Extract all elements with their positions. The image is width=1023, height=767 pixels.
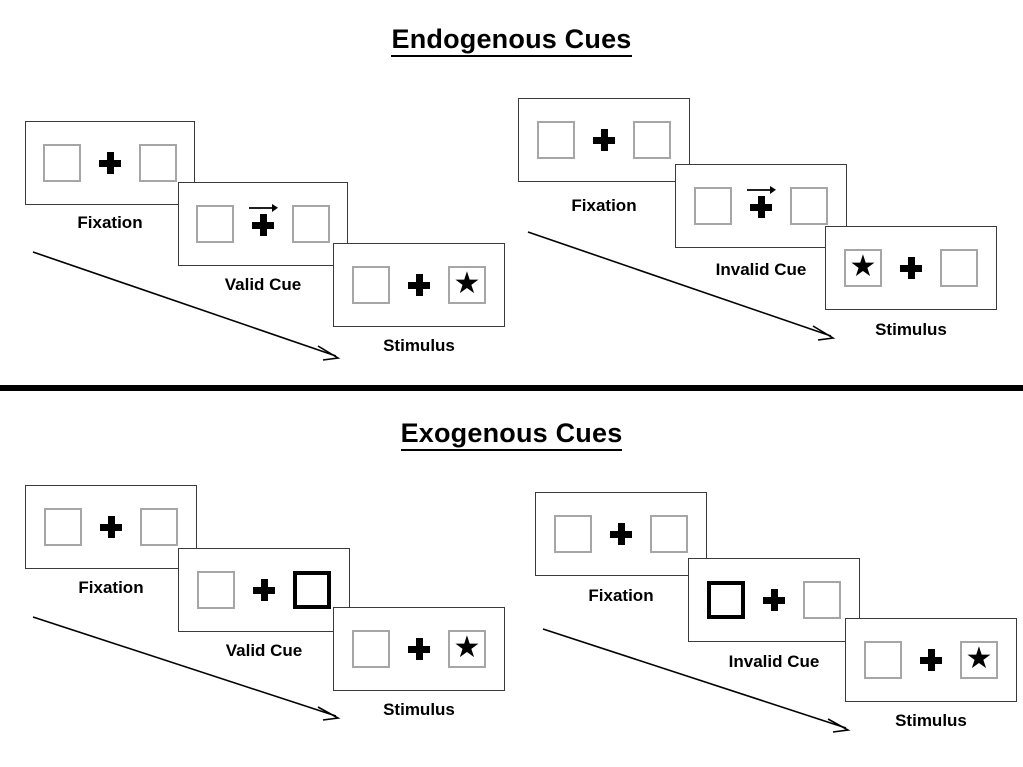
- right-box: [940, 249, 978, 287]
- fixation-cross-icon: [99, 152, 121, 174]
- panel-content: [26, 486, 196, 568]
- panel-endogenous-valid-stimulus[interactable]: ★: [333, 243, 505, 327]
- panel-exogenous-valid-cue[interactable]: [178, 548, 350, 632]
- panel-label-exogenous-invalid-fixation: Fixation: [588, 586, 654, 605]
- left-box: [197, 571, 235, 609]
- right-arrow-icon: [746, 183, 776, 195]
- right-box: [650, 515, 688, 553]
- star-icon: ★: [849, 250, 877, 283]
- panel-content: [676, 165, 846, 247]
- right-box-target: ★: [960, 641, 998, 679]
- fixation-cross-icon: [253, 579, 275, 601]
- panel-label-exogenous-valid-cue: Valid Cue: [225, 641, 303, 660]
- fixation-cross-icon: [610, 523, 632, 545]
- right-box: [139, 144, 177, 182]
- section-divider: [0, 385, 1023, 391]
- panel-endogenous-invalid-stimulus[interactable]: ★: [825, 226, 997, 310]
- left-box-target: ★: [844, 249, 882, 287]
- fixation-cross-icon: [408, 274, 430, 296]
- left-box: [196, 205, 234, 243]
- left-box-cued: [707, 581, 745, 619]
- panel-endogenous-invalid-fixation[interactable]: [518, 98, 690, 182]
- left-box: [44, 508, 82, 546]
- fixation-cross-icon: [747, 186, 776, 218]
- star-icon: ★: [453, 267, 481, 300]
- flow-arrow-exogenous-valid: [30, 613, 350, 728]
- fixation-cross-icon: [593, 129, 615, 151]
- fixation-cross-icon: [100, 516, 122, 538]
- flow-arrow-endogenous-valid: [30, 248, 350, 368]
- fixation-cross-icon: [920, 649, 942, 671]
- section-title-exogenous-text: Exogenous Cues: [400, 418, 623, 451]
- right-box: [790, 187, 828, 225]
- left-box: [43, 144, 81, 182]
- right-arrow-icon: [248, 201, 278, 213]
- right-box: [803, 581, 841, 619]
- fixation-cross-icon: [249, 204, 278, 236]
- panel-label-endogenous-valid-stimulus: Stimulus: [383, 336, 455, 355]
- left-box: [352, 266, 390, 304]
- flow-arrow-endogenous-invalid: [525, 228, 845, 348]
- panel-exogenous-valid-fixation[interactable]: [25, 485, 197, 569]
- panel-endogenous-invalid-cue[interactable]: [675, 164, 847, 248]
- fixation-cross-icon: [763, 589, 785, 611]
- panel-label-endogenous-invalid-cue: Invalid Cue: [715, 260, 807, 279]
- right-box-cued: [293, 571, 331, 609]
- panel-content: ★: [334, 244, 504, 326]
- right-box: [140, 508, 178, 546]
- fixation-cross-icon: [408, 638, 430, 660]
- panel-exogenous-invalid-stimulus[interactable]: ★: [845, 618, 1017, 702]
- panel-content: [179, 183, 347, 265]
- panel-label-exogenous-invalid-cue: Invalid Cue: [728, 652, 820, 671]
- panel-content: ★: [826, 227, 996, 309]
- right-box-target: ★: [448, 266, 486, 304]
- section-title-exogenous: Exogenous Cues: [0, 418, 1023, 451]
- panel-content: [179, 549, 349, 631]
- panel-endogenous-valid-fixation[interactable]: [25, 121, 195, 205]
- left-box: [864, 641, 902, 679]
- panel-label-endogenous-invalid-fixation: Fixation: [571, 196, 637, 215]
- right-box: [633, 121, 671, 159]
- panel-content: [536, 493, 706, 575]
- panel-content: [519, 99, 689, 181]
- fixation-cross-icon: [900, 257, 922, 279]
- section-title-endogenous-text: Endogenous Cues: [391, 24, 632, 57]
- right-box-target: ★: [448, 630, 486, 668]
- left-box: [694, 187, 732, 225]
- panel-label-endogenous-valid-fixation: Fixation: [77, 213, 143, 232]
- left-box: [537, 121, 575, 159]
- panel-label-exogenous-valid-fixation: Fixation: [78, 578, 144, 597]
- panel-content: [689, 559, 859, 641]
- star-icon: ★: [965, 642, 993, 675]
- panel-content: [26, 122, 194, 204]
- panel-exogenous-invalid-cue[interactable]: [688, 558, 860, 642]
- section-title-endogenous: Endogenous Cues: [0, 24, 1023, 57]
- panel-content: ★: [846, 619, 1016, 701]
- panel-exogenous-invalid-fixation[interactable]: [535, 492, 707, 576]
- panel-label-exogenous-invalid-stimulus: Stimulus: [895, 711, 967, 730]
- star-icon: ★: [453, 631, 481, 664]
- panel-label-endogenous-invalid-stimulus: Stimulus: [875, 320, 947, 339]
- left-box: [352, 630, 390, 668]
- right-box: [292, 205, 330, 243]
- left-box: [554, 515, 592, 553]
- panel-label-endogenous-valid-cue: Valid Cue: [224, 275, 302, 294]
- panel-content: ★: [334, 608, 504, 690]
- flow-arrow-exogenous-invalid: [540, 625, 860, 740]
- panel-label-exogenous-valid-stimulus: Stimulus: [383, 700, 455, 719]
- endogenous-section: Endogenous Cues Fixation: [0, 24, 1023, 368]
- panel-endogenous-valid-cue[interactable]: [178, 182, 348, 266]
- panel-exogenous-valid-stimulus[interactable]: ★: [333, 607, 505, 691]
